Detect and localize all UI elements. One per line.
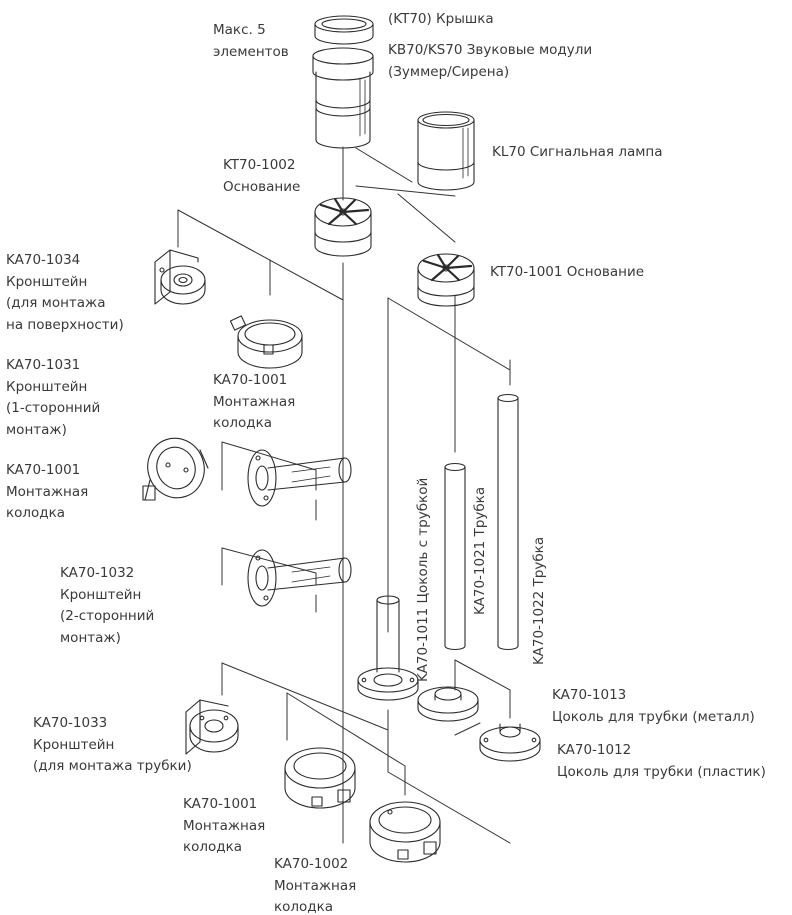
label-line: KA70-1034	[6, 252, 81, 268]
label-line: Цоколь для трубки (металл)	[552, 708, 755, 725]
label-line: KA70-1001	[213, 372, 288, 388]
label-tube-1022: KA70-1022 Трубка	[531, 536, 547, 665]
label-mounting-box-bottom: KA70-1001 Монтажная колодка	[183, 794, 265, 859]
label-tube-base-plastic-1012: KA70-1012 Цоколь для трубки (пластик)	[557, 740, 766, 783]
label-line: KA70-1031	[6, 357, 81, 373]
cap-part	[314, 15, 374, 45]
label-line: Монтажная	[183, 817, 266, 834]
mounting-box-1002-part	[369, 801, 441, 863]
label-line: KA70-1033	[33, 715, 108, 731]
label-line: KB70/KS70 Звуковые модули	[388, 42, 593, 58]
label-bracket-1032: KA70-1032 Кронштейн (2-сторонний монтаж)	[60, 563, 154, 649]
label-surface-bracket-1034: KA70-1034 Кронштейн (для монтажа на пове…	[6, 250, 124, 336]
tube-1021-part	[444, 462, 466, 651]
label-line: колодка	[213, 415, 273, 431]
label-line: KA70-1001	[183, 796, 258, 812]
label-line: KL70 Сигнальная лампа	[492, 144, 663, 160]
label-line: монтаж)	[6, 421, 67, 438]
label-tube-1021: KA70-1021 Трубка	[472, 486, 488, 615]
base-1001-part	[417, 253, 475, 307]
bracket-1032-part	[247, 549, 352, 607]
label-sound-modules: KB70/KS70 Звуковые модули (Зуммер/Сирена…	[388, 40, 592, 83]
label-line: KT70-1002	[223, 157, 296, 173]
base-1002-part	[314, 197, 372, 257]
mounting-box-top-part	[229, 315, 303, 369]
label-line: Монтажная	[213, 393, 296, 410]
label-line: KA70-1032	[60, 565, 135, 581]
tube-base-metal-1013-part	[417, 686, 479, 722]
label-mounting-box-1002: KA70-1002 Монтажная колодка	[274, 854, 356, 915]
label-tube-base-1011: KA70-1011 Цоколь с трубкой	[415, 477, 431, 682]
label-line: Кронштейн	[6, 378, 88, 395]
label-line: Кронштейн	[60, 586, 142, 603]
label-line: (Зуммер/Сирена)	[388, 63, 510, 80]
label-line: KA70-1002	[274, 856, 349, 872]
label-base-1002: KT70-1002 Основание	[223, 155, 300, 198]
label-mounting-box-left: KA70-1001 Монтажная колодка	[6, 460, 88, 525]
label-mounting-box-top: KA70-1001 Монтажная колодка	[213, 370, 295, 435]
label-line: колодка	[183, 839, 243, 855]
label-line: Кронштейн	[6, 273, 88, 290]
label-tube-base-metal-1013: KA70-1013 Цоколь для трубки (металл)	[552, 685, 755, 728]
mounting-box-left-part	[142, 437, 209, 501]
label-line: KT70-1001 Основание	[490, 264, 645, 280]
label-base-1001: KT70-1001 Основание	[490, 262, 644, 284]
mounting-box-bottom-part	[284, 747, 356, 809]
label-line: Кронштейн	[33, 736, 115, 753]
label-line: монтаж)	[60, 629, 121, 646]
tube-bracket-1033-part	[185, 699, 239, 755]
label-signal-lamp: KL70 Сигнальная лампа	[492, 142, 663, 164]
leader-lines	[177, 146, 511, 844]
tube-base-plastic-1012-part	[479, 723, 541, 762]
label-line: Основание	[223, 178, 301, 195]
label-line: на поверхности)	[6, 316, 124, 333]
label-line: (2-сторонний	[60, 608, 155, 624]
label-max-elements: Макс. 5 элементов	[213, 20, 289, 63]
sound-module-part	[312, 47, 374, 149]
label-line: (1-сторонний	[6, 400, 101, 416]
surface-bracket-1034-part	[154, 249, 206, 305]
label-line: колодка	[274, 899, 334, 915]
signal-lamp-part	[417, 111, 475, 191]
label-line: Монтажная	[274, 877, 357, 894]
label-line: KA70-1012	[557, 742, 632, 758]
label-line: KA70-1001	[6, 462, 81, 478]
label-cap: (KT70) Крышка	[388, 9, 494, 31]
tube-1022-part	[497, 393, 519, 651]
label-line: (KT70) Крышка	[388, 11, 494, 27]
label-tube-bracket-1033: KA70-1033 Кронштейн (для монтажа трубки)	[33, 713, 192, 778]
label-line: Цоколь для трубки (пластик)	[557, 763, 766, 780]
label-line: Макс. 5	[213, 22, 266, 38]
label-bracket-1031: KA70-1031 Кронштейн (1-сторонний монтаж)	[6, 355, 100, 441]
bracket-1031-part	[247, 449, 352, 507]
label-line: (для монтажа трубки)	[33, 758, 192, 774]
label-line: KA70-1013	[552, 687, 627, 703]
label-line: элементов	[213, 43, 289, 60]
tube-base-1011-part	[357, 595, 419, 701]
label-line: (для монтажа	[6, 295, 106, 311]
label-line: Монтажная	[6, 483, 89, 500]
label-line: колодка	[6, 505, 66, 521]
